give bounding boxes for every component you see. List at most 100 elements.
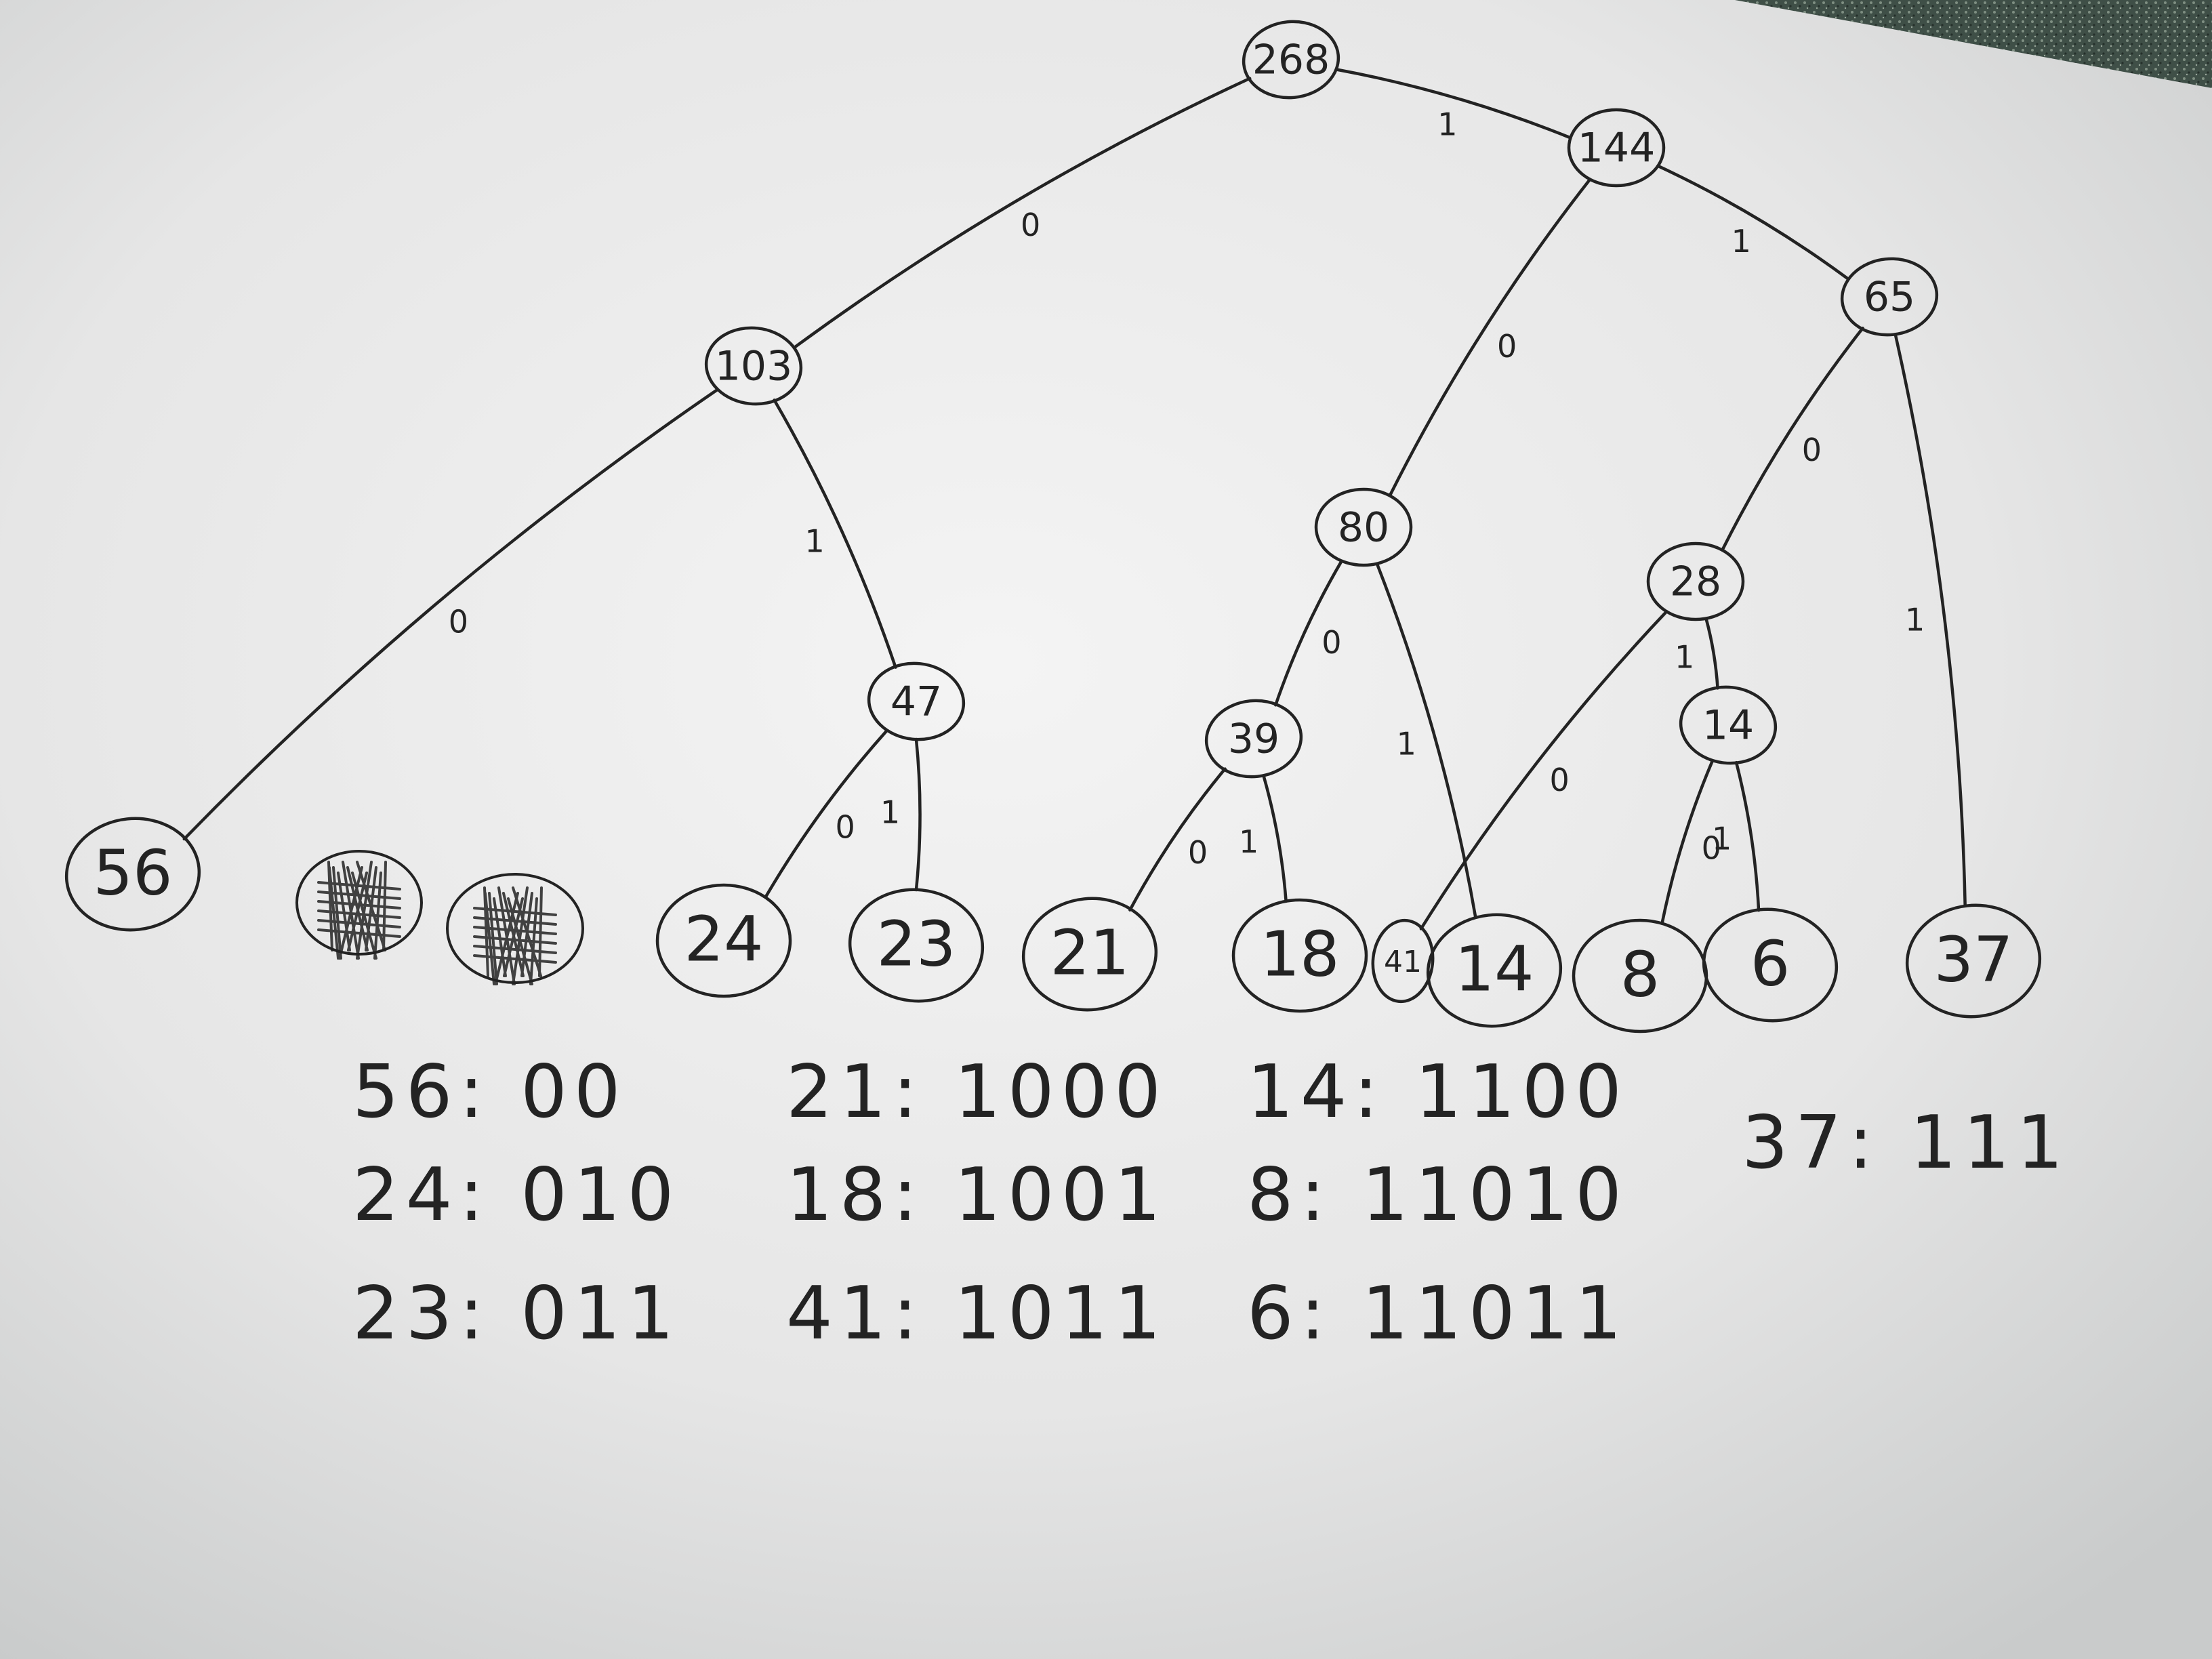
edge-bit-label: 1 — [805, 523, 825, 559]
edge-bit-label: 1 — [1437, 106, 1457, 142]
leaf-node-8: 8 — [1572, 918, 1708, 1033]
edge-bit-label: 1 — [1239, 823, 1258, 860]
node-value: 8 — [1620, 938, 1660, 1010]
edge-bit-label: 1 — [1675, 639, 1694, 676]
edge-bit-label: 1 — [1397, 726, 1416, 762]
internal-node-103: 103 — [704, 326, 803, 406]
edge-bit-label: 0 — [1497, 328, 1517, 365]
node-circle — [1242, 20, 1340, 100]
node-value: 37 — [1933, 923, 2013, 996]
edge-bit-label: 0 — [1021, 207, 1040, 243]
code-entry: 18: 1001 — [786, 1153, 1168, 1237]
internal-node-144: 144 — [1567, 108, 1666, 188]
tree-edge-n39-l18 — [1262, 774, 1288, 903]
tree-edge-root-n103 — [793, 77, 1252, 349]
edge-bit-label: 0 — [836, 809, 855, 846]
code-entry: 14: 1100 — [1247, 1050, 1629, 1134]
edge-bit-label: 0 — [1702, 830, 1721, 867]
tree-edge-n65-l37 — [1893, 333, 1967, 907]
node-value: 268 — [1252, 37, 1330, 84]
internal-node-268: 268 — [1242, 20, 1340, 100]
edge-bit-label: 0 — [1188, 834, 1208, 871]
tree-edge-n28-l41 — [1419, 610, 1668, 930]
tree-edge-n80-n39 — [1274, 559, 1343, 707]
node-value: 56 — [93, 836, 172, 909]
code-entry: 6: 11011 — [1247, 1271, 1629, 1356]
scribbled-node — [446, 873, 584, 985]
tree-edge-n47-l24 — [764, 729, 888, 899]
node-value: 80 — [1338, 504, 1389, 552]
scribbled-node — [295, 850, 423, 960]
node-value: 39 — [1228, 716, 1279, 763]
leaf-node-21: 21 — [1021, 897, 1158, 1012]
leaf-node-23: 23 — [848, 888, 985, 1003]
node-circle — [1204, 699, 1303, 779]
node-circle — [655, 883, 792, 998]
tree-edge-n144-n65 — [1656, 164, 1849, 281]
node-circle — [1371, 918, 1435, 1004]
code-entry: 56: 00 — [352, 1050, 628, 1134]
edge-bit-label: 0 — [1802, 432, 1822, 468]
edge-bit-label: 0 — [449, 603, 468, 640]
node-value: 47 — [890, 678, 942, 726]
node-circle — [1905, 903, 2042, 1019]
code-entry: 8: 11010 — [1247, 1153, 1629, 1237]
edge-bit-label: 0 — [1550, 762, 1570, 798]
tree-nodes: 268 144 103 65 80 47 39 28 14 56 24 23 21 18 41 14 8 6 37 — [64, 20, 2042, 1033]
leaf-node-14: 14 — [1426, 913, 1563, 1028]
node-circle — [1702, 907, 1839, 1023]
code-table: 56: 00 24: 010 23: 011 21: 1000 18: 1001 41: … — [352, 1050, 2070, 1356]
code-entry: 24: 010 — [352, 1153, 680, 1237]
internal-node-80: 80 — [1314, 487, 1413, 567]
tree-edge-n65-n28 — [1721, 327, 1864, 552]
code-entry: 21: 1000 — [786, 1050, 1168, 1134]
node-circle — [1021, 897, 1158, 1012]
tree-edge-n80-l14 — [1375, 562, 1477, 919]
node-value: 24 — [684, 903, 763, 975]
leaf-node-56: 56 — [64, 817, 201, 932]
edge-bit-label: 1 — [1712, 820, 1732, 857]
node-circle — [1231, 898, 1368, 1013]
tree-edge-n39-l21 — [1128, 767, 1227, 912]
tree-edge-root-n144 — [1335, 68, 1572, 140]
edge-bit-label: 1 — [1732, 223, 1751, 260]
node-value: 144 — [1578, 125, 1656, 172]
code-entry: 37: 111 — [1742, 1101, 2070, 1185]
node-value: 18 — [1260, 918, 1339, 990]
internal-node-65: 65 — [1840, 257, 1939, 337]
node-value: 14 — [1454, 933, 1534, 1005]
tree-edges — [182, 68, 1967, 930]
node-value: 65 — [1864, 274, 1915, 321]
node-circle — [1314, 487, 1413, 567]
node-circle — [64, 817, 201, 932]
leaf-node-18: 18 — [1231, 898, 1368, 1013]
tree-edge-n14i-l6 — [1734, 760, 1761, 912]
tree-edge-n103-n47 — [773, 398, 897, 669]
tree-edge-n28-n14i — [1704, 617, 1719, 690]
node-circle — [1426, 913, 1563, 1028]
node-circle — [848, 888, 985, 1003]
tree-edge-n144-n80 — [1388, 178, 1592, 497]
internal-node-47: 47 — [867, 661, 966, 741]
internal-node-28: 28 — [1646, 541, 1745, 621]
node-value: 28 — [1670, 558, 1721, 606]
code-entry: 23: 011 — [352, 1271, 680, 1356]
node-circle — [704, 326, 803, 406]
leaf-node-41: 41 — [1371, 918, 1435, 1004]
leaf-node-37: 37 — [1905, 903, 2042, 1019]
node-circle — [1646, 541, 1745, 621]
tree-edge-n14i-l8 — [1660, 759, 1715, 925]
node-value: 6 — [1750, 927, 1790, 1000]
node-value: 103 — [715, 343, 793, 390]
node-circle — [1567, 108, 1666, 188]
node-value: 23 — [876, 907, 956, 980]
node-circle — [1679, 685, 1778, 765]
internal-node-39: 39 — [1204, 699, 1303, 779]
node-value: 14 — [1702, 702, 1754, 750]
tree-edge-n47-l23 — [914, 737, 922, 892]
node-value: 21 — [1050, 916, 1129, 989]
code-entry: 41: 1011 — [786, 1271, 1168, 1356]
